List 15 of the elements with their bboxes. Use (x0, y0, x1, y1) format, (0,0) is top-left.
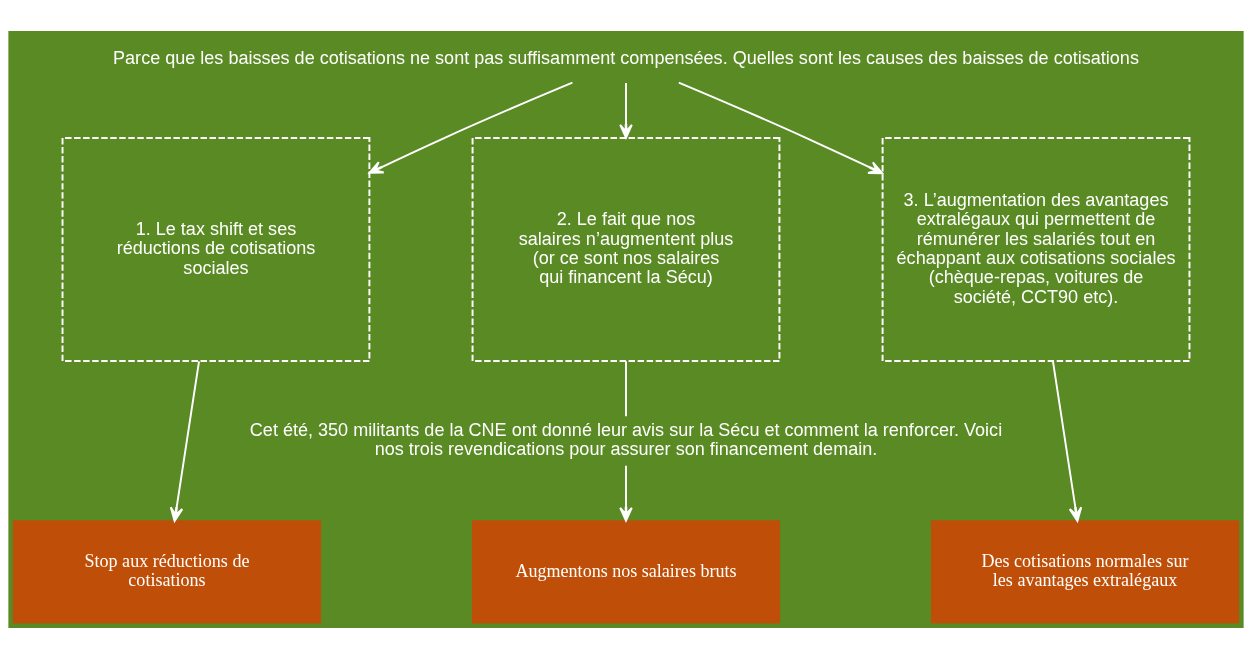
node-box: Stop aux réductions de cotisations (12, 520, 322, 624)
node-box: 3. L’augmentation des avantages extralégaux qui permettent de rémunérer les salariés tout en échappant aux cotisations sociales (chèque-repas, voitures de société, CCT90 etc). (881, 137, 1191, 363)
node-box: Augmentons nos salaires bruts (471, 520, 781, 624)
node-box: 2. Le fait que nos salaires n’augmentent plus (or ce sont nos salaires qui financent la Sécu) (471, 137, 781, 363)
arrow (619, 81, 633, 139)
arrow (169, 360, 200, 522)
arrow (1052, 360, 1083, 522)
node-text: Cet été, 350 militants de la CNE ont donné leur avis sur la Sécu et comment la renforcer. Voici nos trois revendications pour assurer son financement demain. (249, 420, 1003, 460)
connector (625, 360, 627, 418)
arrow (677, 81, 884, 175)
arrow (619, 464, 633, 522)
node-text: Parce que les baisses de cotisations ne sont pas suffisamment compensées. Quelles sont les causes des baisses de cotisations (113, 48, 1139, 69)
arrow (368, 81, 574, 174)
node-box: Des cotisations normales sur les avantages extralégaux (930, 520, 1240, 624)
node-box: 1. Le tax shift et ses réductions de cotisations sociales (61, 137, 371, 363)
